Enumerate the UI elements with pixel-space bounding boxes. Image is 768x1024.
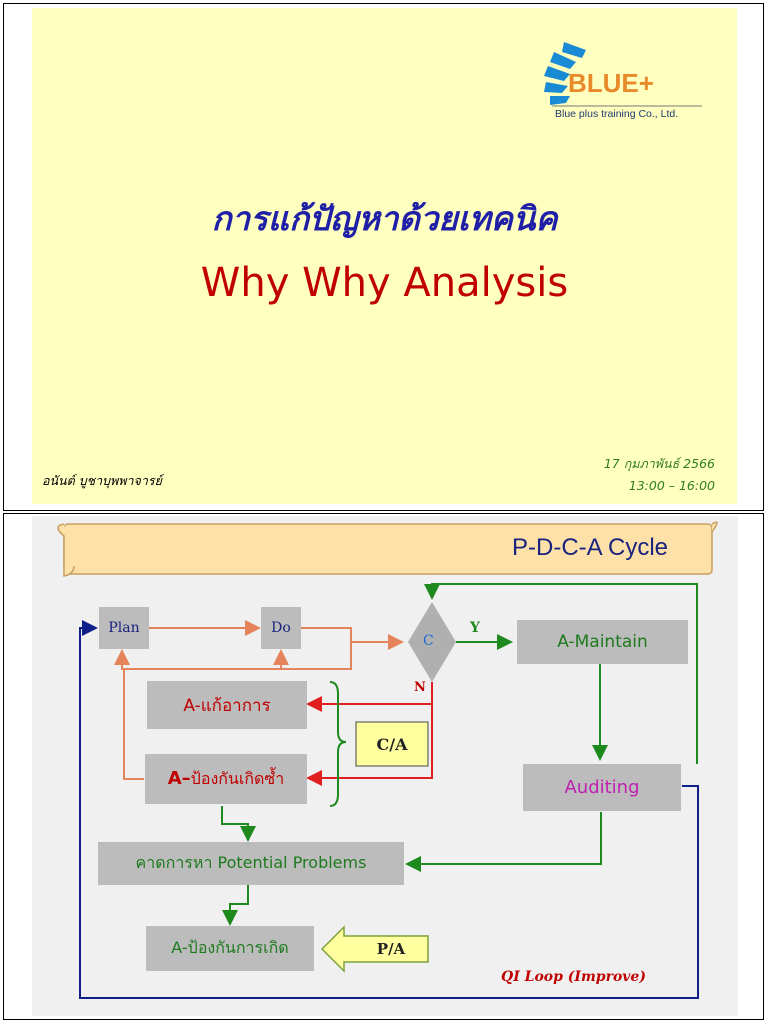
ca-label: C/A — [376, 734, 408, 754]
qi-loop-label: QI Loop (Improve) — [501, 969, 646, 985]
presentation-time: 13:00 – 16:00 — [628, 478, 715, 493]
yes-label: Y — [470, 620, 480, 636]
prevent-recurrence-box: A–ป้องกันเกิดซ้ำ — [145, 754, 307, 804]
auditing-label: Auditing — [564, 777, 640, 798]
do-label: Do — [271, 620, 291, 636]
prevent-occurrence-label: A-ป้องกันการเกิด — [171, 938, 289, 957]
ca-box — [355, 721, 429, 767]
prevent-recur-prefix: A– — [167, 767, 191, 789]
maintain-label: A-Maintain — [557, 632, 648, 652]
banner-scroll — [57, 521, 718, 577]
logo-text: BLUE+ — [568, 68, 654, 98]
check-label: C — [423, 633, 434, 649]
potential-problems-box: คาดการหา Potential Problems — [98, 842, 404, 885]
fix-symptom-prefix: A- — [183, 695, 201, 716]
potential-problems-label: คาดการหา Potential Problems — [135, 853, 367, 872]
pa-label: P/A — [376, 940, 406, 958]
pa-arrow — [320, 925, 429, 973]
banner-title: P-D-C-A Cycle — [512, 534, 669, 561]
fix-symptom-label: แก้อาการ — [200, 695, 271, 716]
presentation-date: 17 กุมภาพันธ์ 2566 — [603, 456, 715, 471]
blue-plus-logo: BLUE+ — [544, 42, 702, 107]
prevent-occurrence-box: A-ป้องกันการเกิด — [146, 926, 314, 971]
no-label: N — [414, 680, 426, 695]
do-box: Do — [261, 607, 301, 649]
title-english: Why Why Analysis — [200, 260, 569, 306]
maintain-box: A-Maintain — [517, 620, 688, 664]
ca-brace — [329, 681, 347, 807]
auditing-box: Auditing — [523, 764, 681, 811]
title-thai: การแก้ปัญหาด้วยเทคนิค — [211, 199, 558, 238]
slide-title: BLUE+ Blue plus training Co., Ltd. การแก… — [3, 3, 764, 511]
logo-subtitle: Blue plus training Co., Ltd. — [555, 108, 679, 120]
slide-pdca: P-D-C-A Cycle Plan Do C Y N A-Maintain A… — [3, 513, 764, 1020]
fix-symptom-box: A-แก้อาการ — [147, 681, 307, 729]
plan-box: Plan — [99, 607, 149, 649]
pdca-diagram — [57, 521, 718, 999]
slide-background — [32, 8, 737, 504]
prevent-recur-label: ป้องกันเกิดซ้ำ — [190, 768, 285, 788]
check-diamond — [408, 602, 456, 682]
plan-label: Plan — [108, 620, 140, 636]
author-name: อนันต์ บูชาบุพพาจารย์ — [42, 473, 162, 488]
